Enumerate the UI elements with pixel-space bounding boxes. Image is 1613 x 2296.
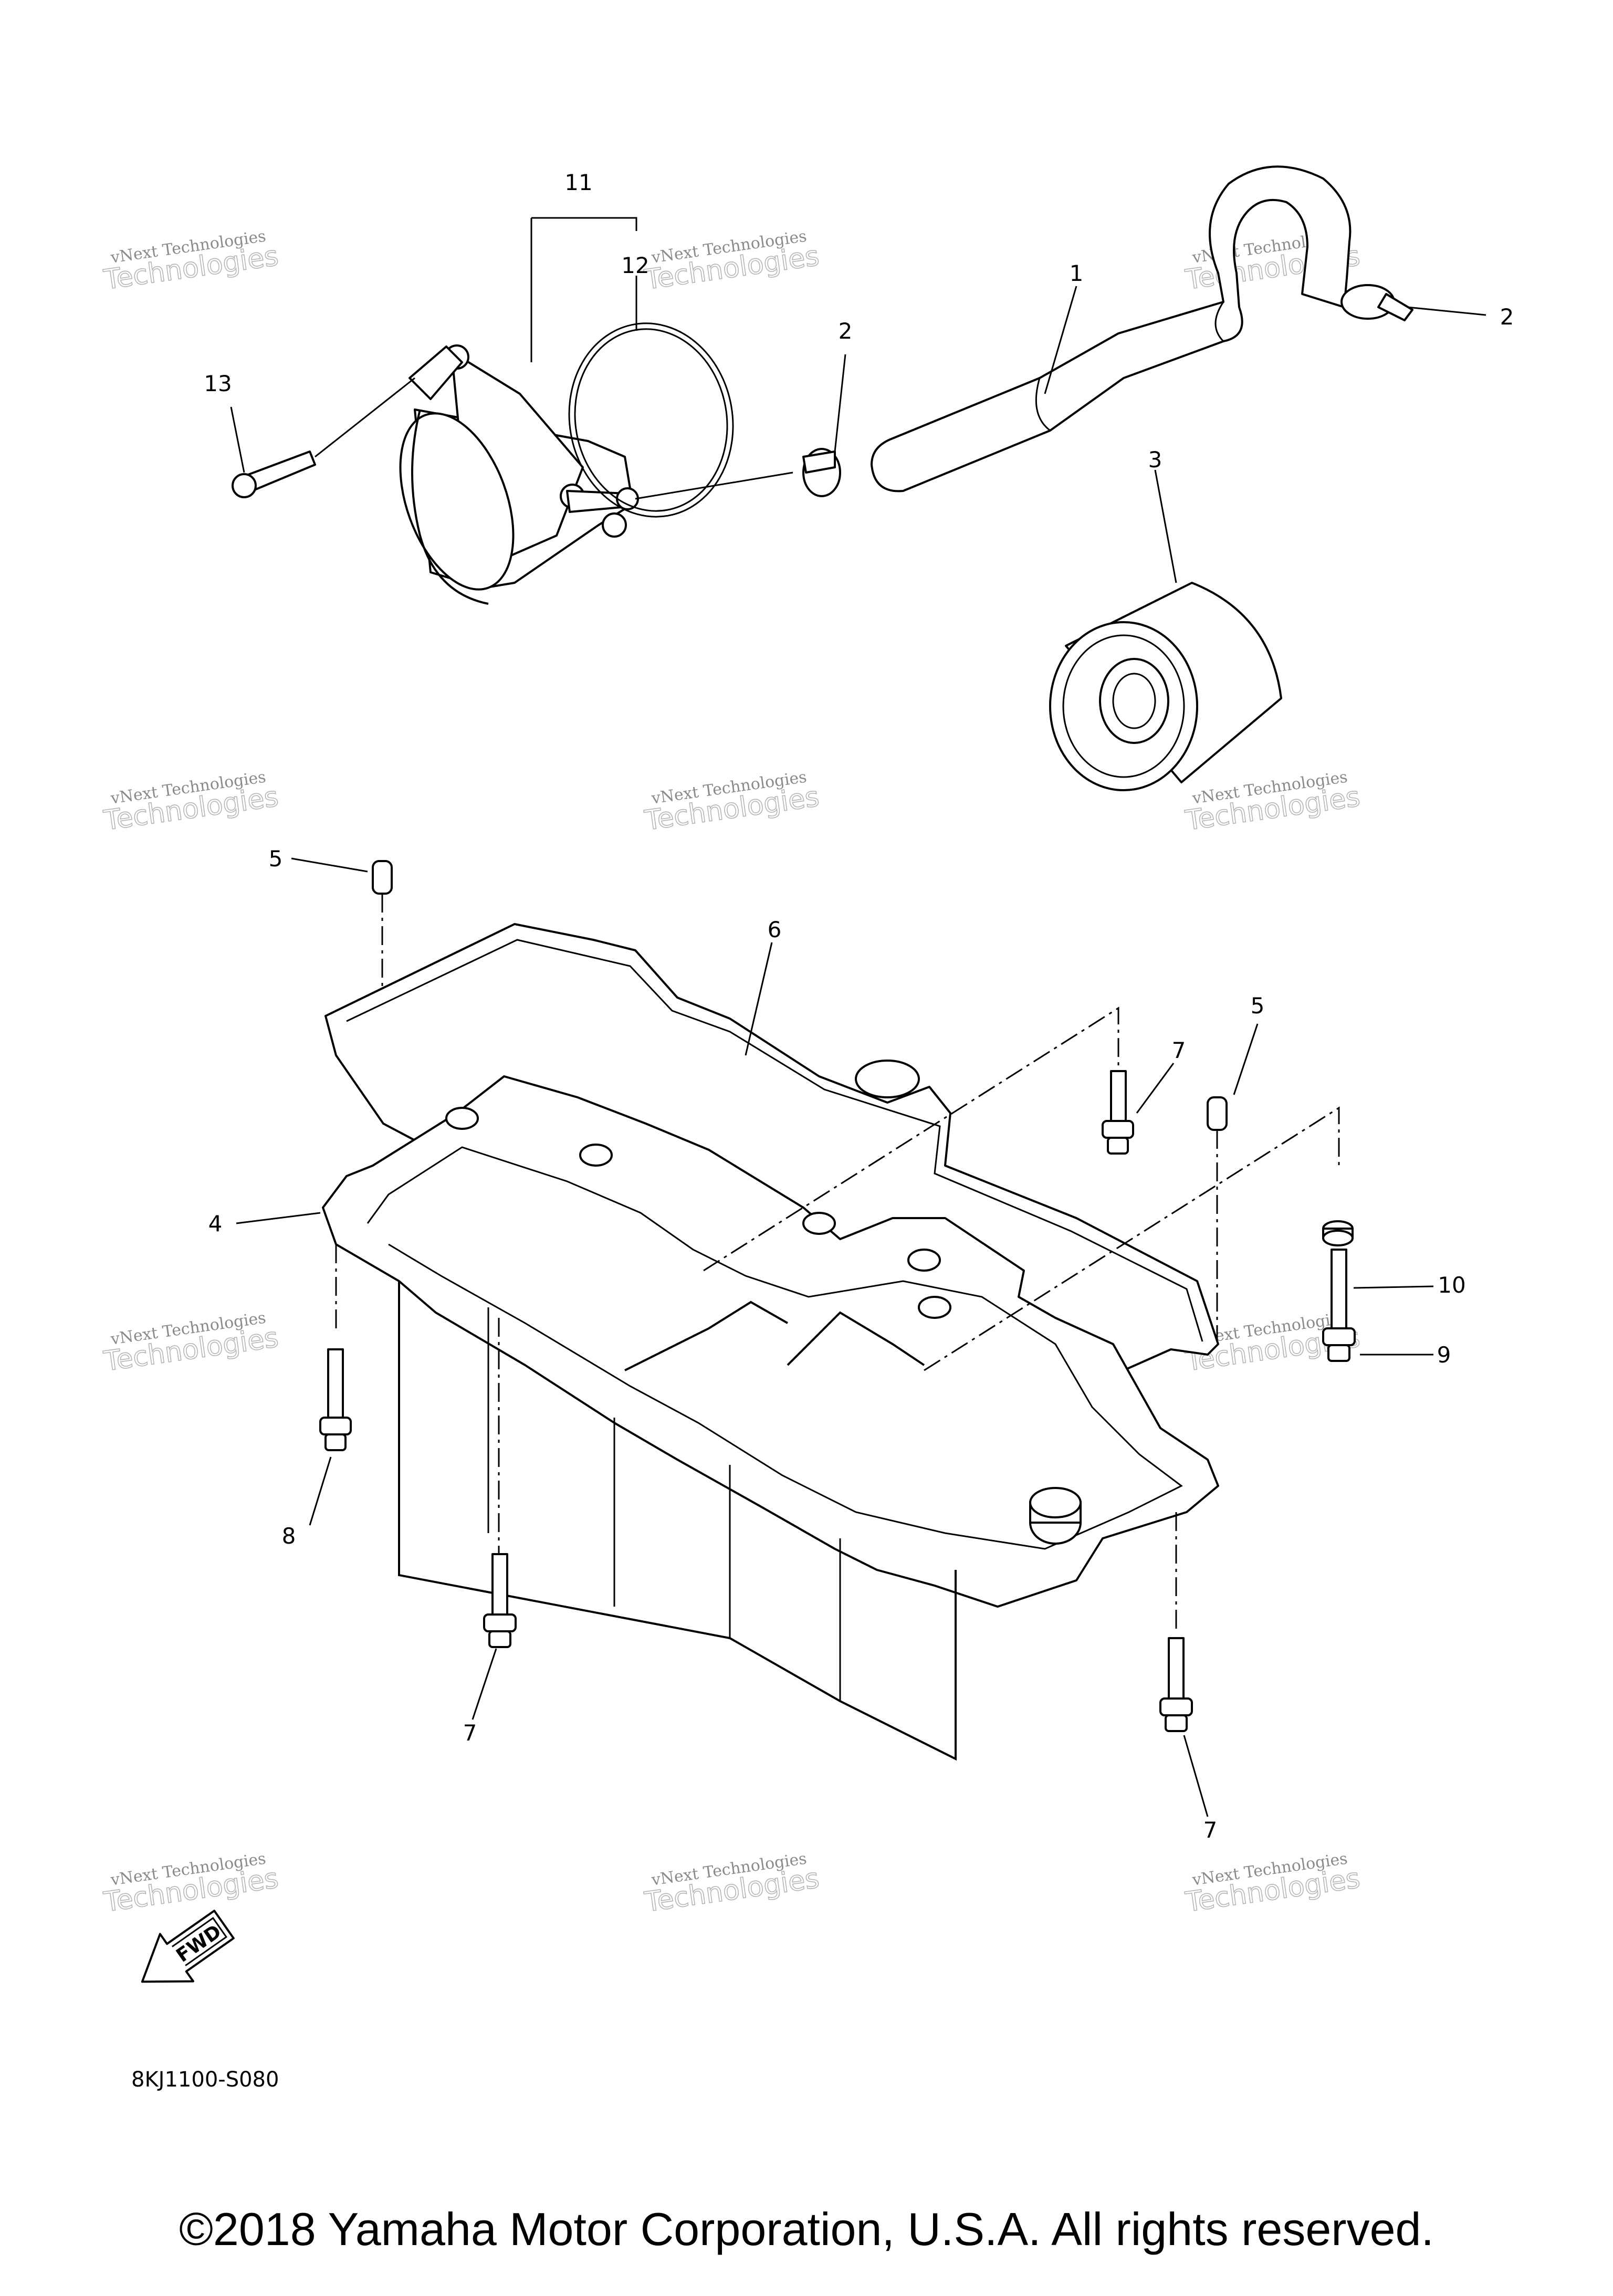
dowel-pin-right bbox=[1207, 1096, 1228, 1131]
washer-10 bbox=[1322, 1220, 1354, 1246]
callout-6: 6 bbox=[768, 917, 782, 942]
bolt-7-lower-left bbox=[483, 1553, 517, 1648]
callout-3: 3 bbox=[1148, 447, 1162, 473]
oil-cooler bbox=[399, 344, 793, 605]
callout-1: 1 bbox=[1070, 260, 1084, 286]
bolt-7-upper bbox=[1102, 1070, 1134, 1155]
oil-filter bbox=[1049, 582, 1282, 791]
callout-5-right: 5 bbox=[1251, 993, 1265, 1019]
callout-2-right: 2 bbox=[1500, 304, 1514, 330]
callout-13: 13 bbox=[204, 371, 232, 396]
callout-7-upper: 7 bbox=[1172, 1037, 1186, 1063]
callout-12: 12 bbox=[621, 253, 649, 278]
dowel-pin-left bbox=[372, 860, 393, 895]
callout-2-left: 2 bbox=[839, 318, 853, 344]
callout-10: 10 bbox=[1438, 1272, 1465, 1298]
o-ring bbox=[568, 322, 734, 518]
fwd-arrow-icon: FWD bbox=[141, 1910, 235, 1983]
diagram-code: 8KJ1100-S080 bbox=[131, 2068, 279, 2092]
clamp-left bbox=[802, 448, 841, 497]
callout-9: 9 bbox=[1437, 1342, 1451, 1368]
callout-8: 8 bbox=[282, 1523, 296, 1549]
bolt-9 bbox=[1322, 1249, 1356, 1362]
bolt-7-lower-right bbox=[1159, 1637, 1193, 1732]
bolt-8 bbox=[319, 1348, 352, 1451]
callout-7-lower-right: 7 bbox=[1203, 1817, 1218, 1843]
bolt-13 bbox=[232, 377, 415, 498]
clamp-right bbox=[1340, 284, 1413, 321]
leader-lines bbox=[230, 217, 1486, 1817]
callout-4: 4 bbox=[208, 1211, 223, 1236]
oil-hose bbox=[871, 165, 1352, 492]
callout-11: 11 bbox=[564, 170, 592, 195]
callout-5-left: 5 bbox=[269, 846, 283, 872]
callout-7-lower-left: 7 bbox=[463, 1720, 477, 1746]
copyright-notice: ©2018 Yamaha Motor Corporation, U.S.A. A… bbox=[179, 2203, 1434, 2255]
oil-pan bbox=[322, 1075, 1219, 1761]
